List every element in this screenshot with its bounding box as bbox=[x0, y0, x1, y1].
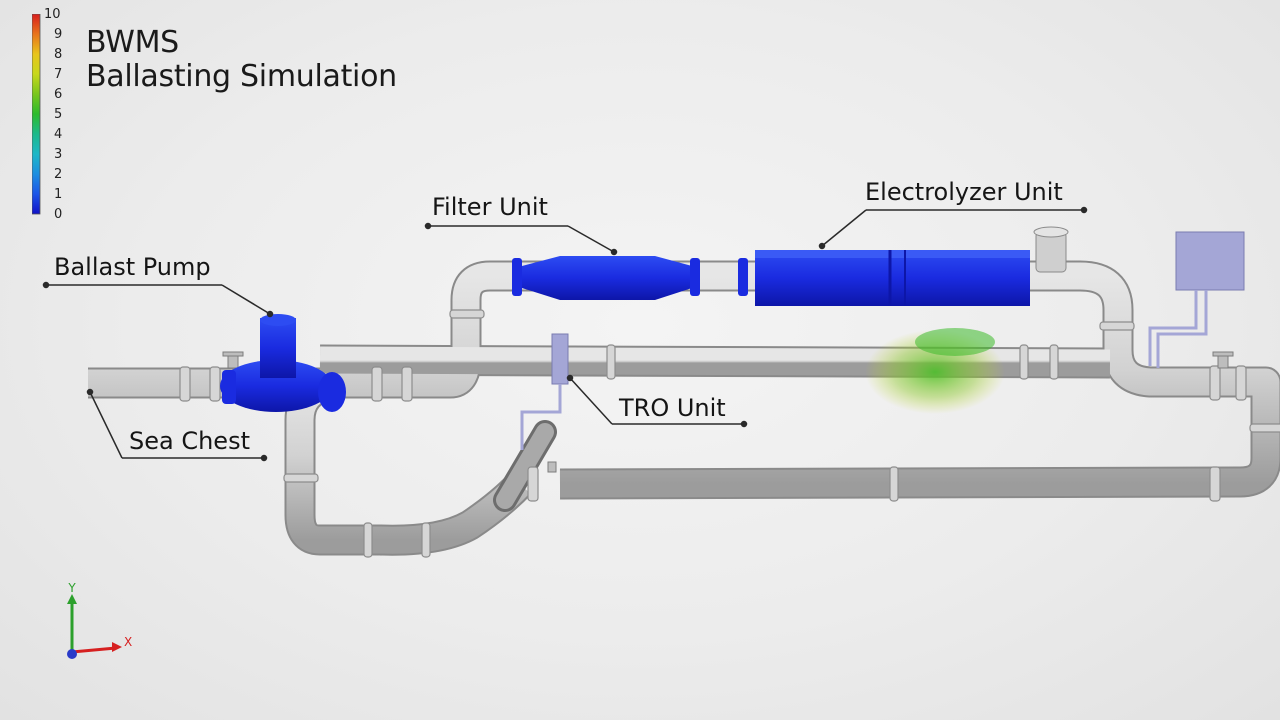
label-tro-unit: TRO Unit bbox=[619, 394, 726, 422]
x-axis-arrow bbox=[71, 646, 117, 654]
title-line-2: Ballasting Simulation bbox=[86, 59, 397, 94]
diagonal-branch-pipe bbox=[493, 420, 557, 512]
tro-unit-body bbox=[520, 333, 569, 450]
legend-tick-5: 5 bbox=[54, 107, 63, 122]
legend-tick-6: 6 bbox=[54, 87, 63, 102]
legend-tick-3: 3 bbox=[54, 147, 63, 162]
legend-tick-1: 1 bbox=[54, 187, 63, 202]
electrolyzer-unit-body bbox=[755, 226, 1069, 306]
ballast-pump-unit bbox=[220, 314, 346, 412]
label-sea-chest: Sea Chest bbox=[129, 427, 250, 455]
legend-tick-10: 10 bbox=[44, 7, 61, 22]
title-line-1: BWMS bbox=[86, 25, 179, 60]
simulation-title: BWMS Ballasting Simulation bbox=[86, 26, 397, 94]
legend-tick-4: 4 bbox=[54, 127, 63, 142]
x-axis-label: X bbox=[124, 635, 132, 649]
particle-cloud bbox=[865, 328, 1005, 414]
z-axis-dot bbox=[67, 649, 77, 659]
axes-indicator: Y X bbox=[67, 581, 132, 659]
color-scale-bar bbox=[32, 14, 41, 215]
legend-tick-0: 0 bbox=[54, 207, 63, 222]
legend-tick-9: 9 bbox=[54, 27, 63, 42]
legend-tick-8: 8 bbox=[54, 47, 63, 62]
legend-tick-7: 7 bbox=[54, 67, 63, 82]
pipe-flanges bbox=[179, 309, 1280, 558]
legend-tick-2: 2 bbox=[54, 167, 63, 182]
leader-lines bbox=[42, 206, 1088, 462]
filter-unit-body bbox=[512, 256, 748, 300]
control-panel bbox=[1148, 231, 1245, 368]
label-electrolyzer-unit: Electrolyzer Unit bbox=[865, 178, 1063, 206]
label-ballast-pump: Ballast Pump bbox=[54, 253, 211, 281]
valve-handles bbox=[222, 351, 1234, 473]
label-filter-unit: Filter Unit bbox=[432, 193, 548, 221]
y-axis-label: Y bbox=[67, 581, 76, 595]
